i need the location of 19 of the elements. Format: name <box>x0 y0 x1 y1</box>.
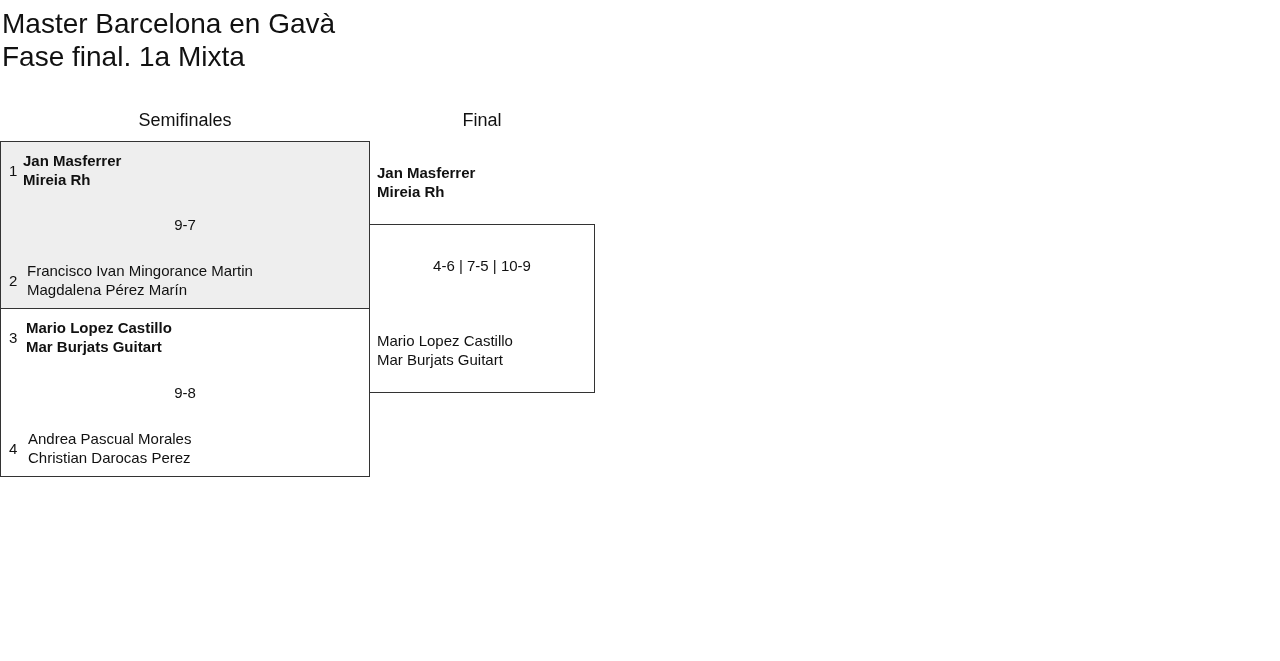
subtitle: Fase final. 1a Mixta <box>2 41 245 73</box>
round-heading: Final <box>461 110 503 131</box>
seed-number: 3 <box>9 328 19 347</box>
seed-number: 2 <box>9 271 19 290</box>
team-names: Francisco Ivan Mingorance Martin Magdalena Pérez Marín <box>27 261 254 299</box>
team-names: Mario Lopez Castillo Mar Burjats Guitart <box>377 331 514 369</box>
match-score: 4-6 | 7-5 | 10-9 <box>432 256 532 275</box>
match-box <box>0 308 370 477</box>
team-names: Andrea Pascual Morales Christian Darocas Perez <box>28 429 193 467</box>
seed-number: 4 <box>9 439 19 458</box>
round-heading: Semifinales <box>137 110 233 131</box>
match-score: 9-8 <box>173 383 197 402</box>
title: Master Barcelona en Gavà <box>2 8 336 40</box>
winner-names: Jan Masferrer Mireia Rh <box>377 163 477 201</box>
seed-number: 1 <box>9 161 19 180</box>
team-names: Jan Masferrer Mireia Rh <box>23 151 123 189</box>
team-names: Mario Lopez Castillo Mar Burjats Guitart <box>26 318 173 356</box>
match-box <box>0 141 370 309</box>
match-score: 9-7 <box>173 215 197 234</box>
